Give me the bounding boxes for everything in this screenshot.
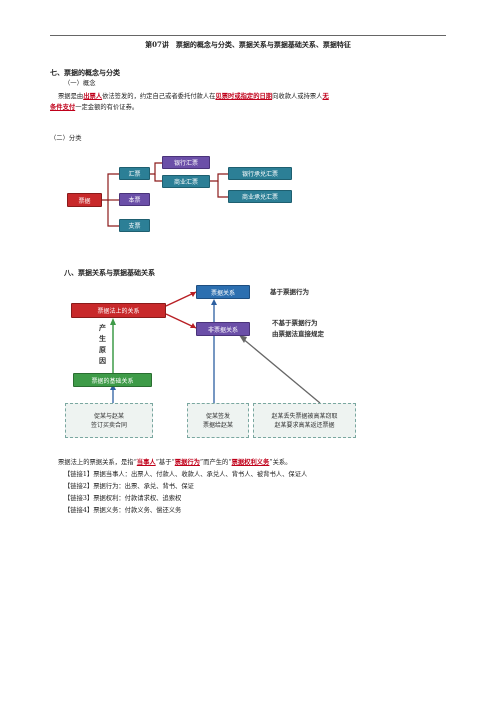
node-piaoju-guanxi: 票据关系 — [196, 285, 250, 299]
note-not-based: 不基于票据行为 — [272, 319, 318, 327]
subsection-classification: （二）分类 — [50, 135, 82, 142]
section-7-heading: 七、票据的概念与分类 — [50, 68, 120, 77]
node-zhipiao: 支票 — [119, 219, 150, 232]
node-fei-piaoju: 非票据关系 — [196, 322, 250, 336]
concept-paragraph-line2: 条件支付一定金额的有价证券。 — [50, 104, 139, 111]
note-law-provides: 由票据法直接规定 — [272, 330, 324, 338]
section-8-heading: 八、票据关系与票据基础关系 — [64, 268, 155, 277]
concept-paragraph: 票据是由出票人依法签发的，约定自己或者委托付款人在见票时或指定的日期向收款人或持… — [58, 93, 329, 100]
node-shangye-huipiao: 商业汇票 — [162, 175, 210, 188]
relation-paragraph: 票据法上的票据关系，是指“当事人”基于“票据行为”而产生的“票据权利义务”关系。 — [58, 459, 292, 466]
note-piaoju-xingwei: 基于票据行为 — [270, 288, 309, 296]
node-yinhang-huipiao: 银行汇票 — [162, 156, 210, 169]
node-shangye-chengdui: 商业承兑汇票 — [228, 190, 292, 203]
example-issue-box: 促某签发票据给赵某 — [187, 403, 249, 438]
node-yinhang-chengdui: 银行承兑汇票 — [228, 167, 292, 180]
subsection-concept: （一）概念 — [64, 80, 96, 87]
page-title: 第07讲 票据的概念与分类、票据关系与票据基础关系、票据特征 — [145, 40, 351, 49]
header-rule — [50, 35, 446, 36]
link-3: 【链接3】票据权利：付款请求权、追索权 — [64, 495, 182, 502]
example-theft-box: 赵某丢失票据被高某窃取赵某要求高某返还票据 — [253, 403, 356, 438]
node-basic-relation: 票据的基础关系 — [73, 373, 152, 387]
link-2: 【链接2】票据行为：出票、承兑、背书、保证 — [64, 483, 194, 490]
link-4: 【链接4】票据义务：付款义务、偿还义务 — [64, 507, 182, 514]
example-contract-box: 促某与赵某签订买卖合同 — [65, 403, 153, 438]
node-law-relation: 票据法上的关系 — [71, 303, 166, 318]
cause-label: 产生原因 — [99, 323, 106, 365]
node-piaoju: 票据 — [67, 193, 102, 207]
node-huipiao: 汇票 — [119, 167, 150, 180]
link-1: 【链接1】票据当事人：出票人、付款人、收款人、承兑人、背书人、被背书人、保证人 — [64, 471, 308, 478]
node-benpiao: 本票 — [119, 193, 150, 206]
